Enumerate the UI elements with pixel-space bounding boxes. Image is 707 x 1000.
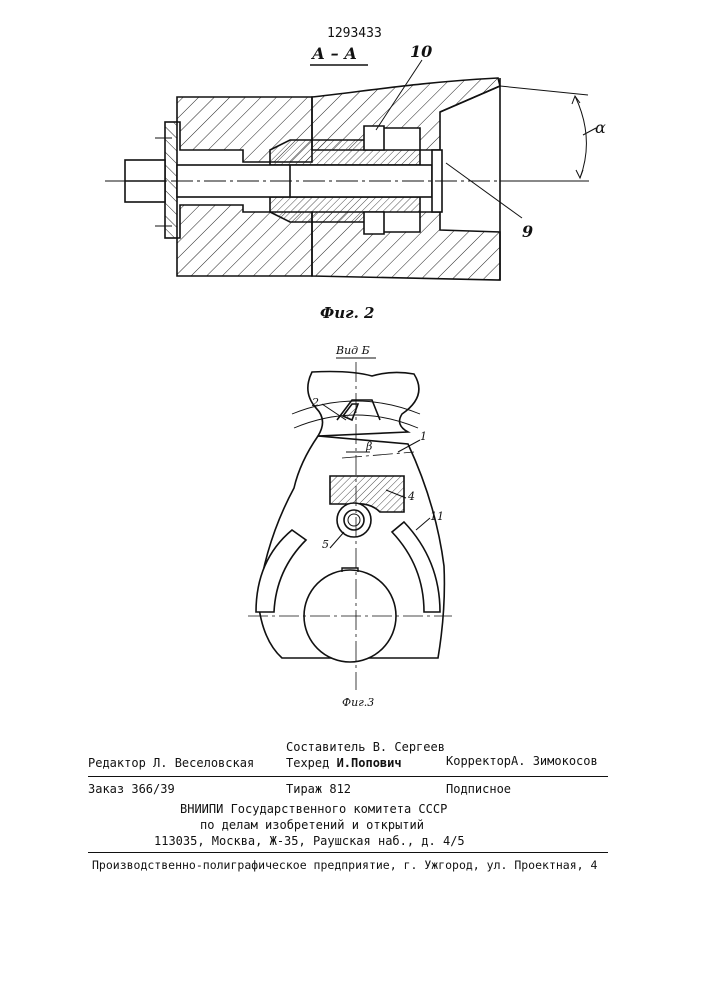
leader-11 bbox=[416, 518, 430, 530]
callout-1: 1 bbox=[420, 430, 427, 443]
rule-1 bbox=[88, 776, 608, 777]
fig2-caption: Фиг. 2 bbox=[320, 304, 374, 322]
leader-1 bbox=[398, 440, 420, 452]
org-line-3: 113035, Москва, Ж-35, Раушская наб., д. … bbox=[154, 834, 465, 848]
subscription: Подписное bbox=[446, 782, 511, 796]
techred: Техред И.Попович bbox=[286, 756, 402, 770]
fig3-view-drawing bbox=[256, 372, 444, 663]
callout-5: 5 bbox=[322, 538, 329, 551]
printer: Производственно-полиграфическое предприя… bbox=[92, 858, 597, 872]
patent-number: 1293433 bbox=[327, 26, 382, 41]
callout-4: 4 bbox=[408, 490, 415, 503]
corrector: КорректорА. Зимокосов bbox=[446, 754, 598, 768]
fig3-caption: Фиг.3 bbox=[342, 696, 374, 709]
alpha-dimension bbox=[500, 86, 596, 181]
technical-drawings bbox=[0, 0, 707, 720]
compiler: Составитель В. Сергеев bbox=[286, 740, 445, 754]
fig3-reference-line bbox=[342, 452, 414, 458]
key-lower bbox=[364, 212, 384, 234]
ring-sector bbox=[256, 530, 306, 612]
leader-9 bbox=[446, 163, 522, 218]
callout-9: 9 bbox=[522, 222, 533, 241]
key-upper bbox=[364, 126, 384, 150]
flange-plate bbox=[165, 122, 177, 238]
callout-10: 10 bbox=[410, 42, 432, 61]
bushing-upper bbox=[270, 140, 420, 165]
org-line-2: по делам изобретений и открытий bbox=[200, 818, 424, 832]
fig2-section-drawing bbox=[125, 78, 500, 280]
rule-2 bbox=[88, 852, 608, 853]
bushing-lower bbox=[270, 197, 420, 222]
callout-beta: β bbox=[366, 440, 372, 453]
techred-label: Техред bbox=[286, 756, 337, 770]
view-label: Вид Б bbox=[336, 344, 370, 357]
order: Заказ 366/39 bbox=[88, 782, 175, 796]
callout-2: 2 bbox=[312, 396, 319, 409]
pin-block bbox=[330, 476, 404, 512]
org-line-1: ВНИИПИ Государственного комитета СССР bbox=[180, 802, 447, 816]
callout-alpha: α bbox=[595, 118, 606, 137]
leader-5 bbox=[330, 532, 344, 548]
editor: Редактор Л. Веселовская bbox=[88, 756, 254, 770]
section-label: А – А bbox=[312, 44, 357, 63]
techred-name: И.Попович bbox=[337, 756, 402, 770]
circulation: Тираж 812 bbox=[286, 782, 351, 796]
callout-11: 11 bbox=[430, 510, 444, 523]
